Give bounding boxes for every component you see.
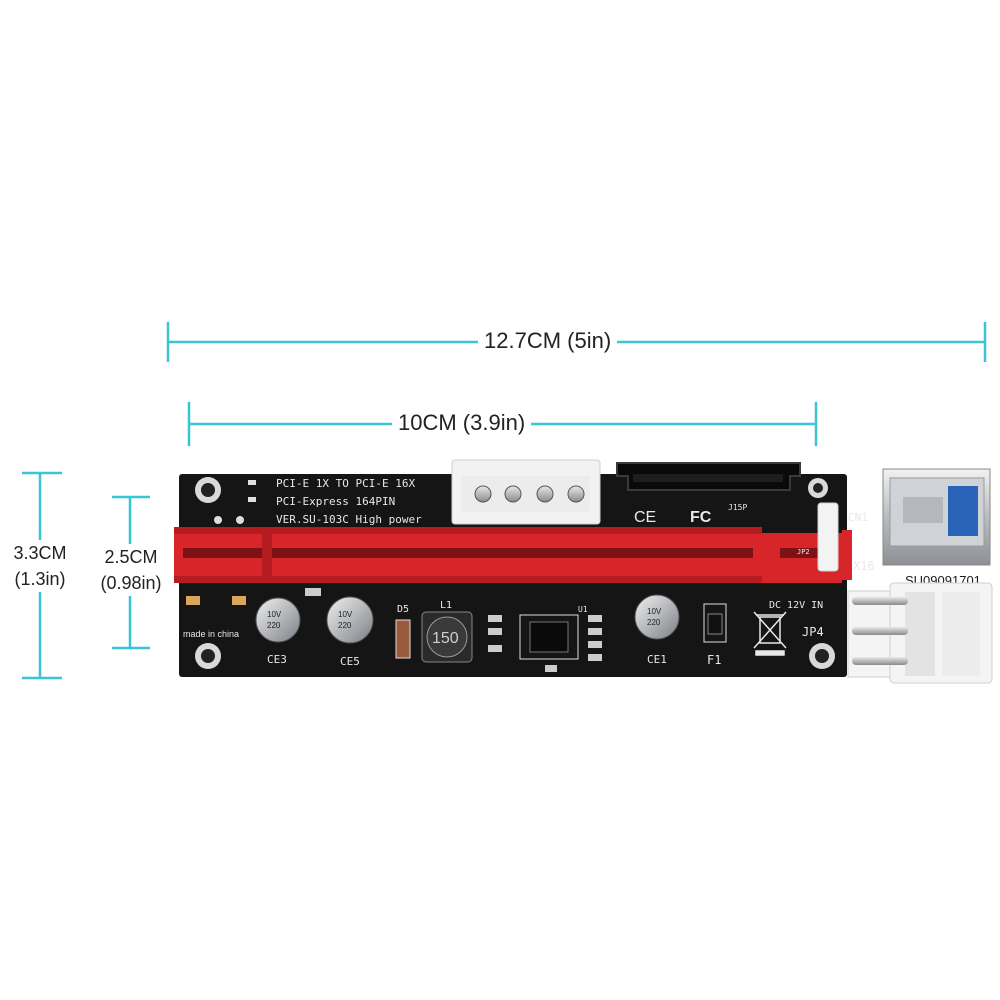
j15p-label: J15P: [728, 503, 747, 512]
total-height-cm: 3.3CM: [13, 543, 67, 563]
silk-line-3: VER.SU-103C High power: [276, 513, 422, 526]
total-height-in: (1.3in): [14, 569, 66, 589]
molex-connector: [451, 459, 601, 525]
pcb-length-label: 10CM (3.9in): [392, 410, 532, 436]
ce3-cap-text-b: 220: [267, 621, 281, 630]
ce5-label: CE5: [340, 655, 360, 668]
smd-parts: [186, 588, 321, 605]
pcie-x16-slot: [174, 527, 852, 583]
via-2: [236, 516, 244, 524]
ce5-cap-text-b: 220: [338, 621, 352, 630]
f1-label: F1: [707, 653, 721, 667]
x16-label: X16: [853, 559, 875, 573]
fuse-f1: [703, 603, 727, 643]
sata-connector: [616, 462, 801, 491]
ce3-label: CE3: [267, 653, 287, 666]
inductor-value: 150: [432, 630, 459, 647]
total-length-label: 12.7CM (5in): [478, 328, 618, 354]
made-in-label: made in china: [183, 629, 239, 639]
l1-label: L1: [440, 600, 452, 611]
jp2-label: JP2: [797, 548, 810, 556]
pcb-height-label: 2.5CM (0.98in): [86, 544, 176, 596]
silk-line-2: PCI-Express 164PIN: [276, 495, 395, 508]
jp4-label: JP4: [802, 625, 824, 639]
diode-d5: [395, 619, 411, 659]
usb-port: [882, 468, 991, 566]
ce5-cap-text-a: 10V: [338, 610, 353, 619]
capacitor-ce5: 10V 220: [326, 596, 374, 644]
ce1-label: CE1: [647, 653, 667, 666]
pcb-height-cm: 2.5CM: [104, 547, 158, 567]
ce1-cap-text-b: 220: [647, 618, 661, 627]
pcb-height-in: (0.98in): [100, 573, 162, 593]
cn1-label: CN1: [848, 511, 868, 524]
power-6pin-connector: [847, 582, 993, 684]
inductor-l1: 150: [421, 611, 473, 663]
dc-in-label: DC 12V IN: [769, 600, 823, 611]
capacitor-ce3: 10V 220: [255, 597, 301, 643]
weee-bin-icon: [753, 611, 787, 656]
via-1: [214, 516, 222, 524]
total-height-label: 3.3CM (1.3in): [0, 540, 80, 592]
led-1: [248, 480, 256, 485]
ce-mark: CE: [634, 509, 656, 526]
led-2: [248, 497, 256, 502]
slot-latch: [817, 502, 839, 572]
u1-label: U1: [578, 605, 588, 614]
ce3-cap-text-a: 10V: [267, 610, 282, 619]
ce1-cap-text-a: 10V: [647, 607, 662, 616]
d5-label: D5: [397, 604, 409, 615]
silk-line-1: PCI-E 1X TO PCI-E 16X: [276, 477, 415, 490]
mounting-holes: [195, 477, 835, 669]
fc-mark: FC: [690, 509, 712, 526]
u1-chip: [488, 614, 602, 672]
capacitor-ce1: 10V 220: [634, 594, 680, 640]
